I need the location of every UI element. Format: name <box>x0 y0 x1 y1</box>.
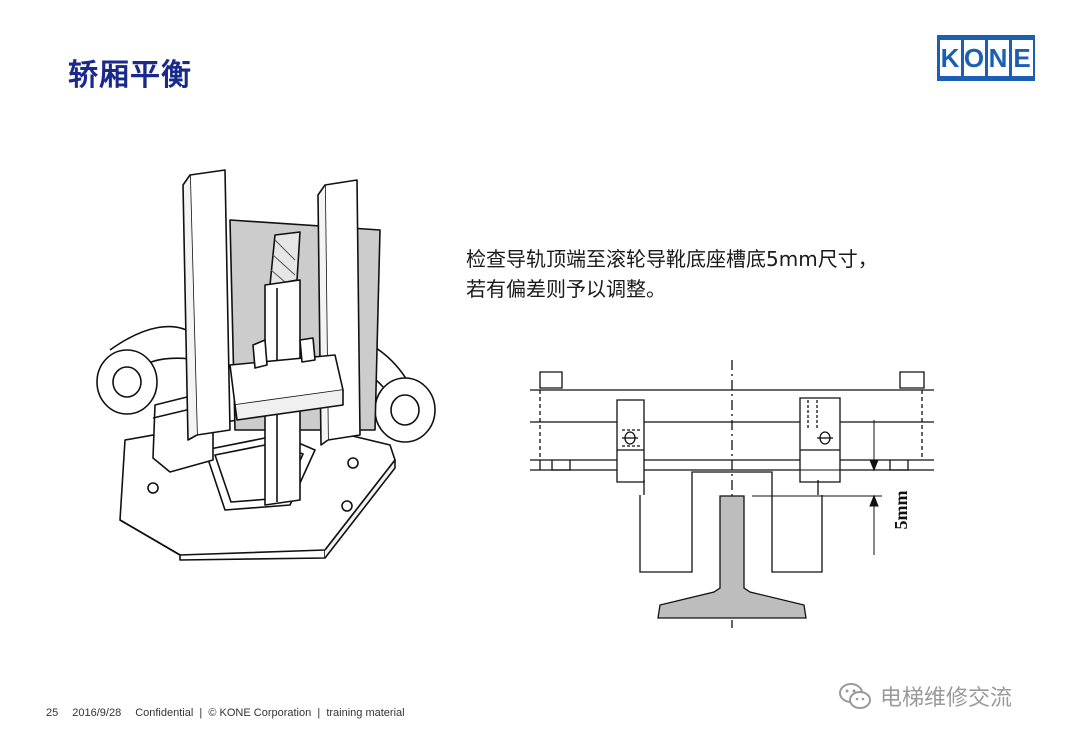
rail-clearance-technical-drawing: 5mm <box>530 360 934 628</box>
slide-title: 轿厢平衡 <box>68 58 192 93</box>
logo-letter: K <box>939 40 961 76</box>
instruction-line: 检查导轨顶端至滚轮导靴底座槽底5mm尺寸， <box>466 247 878 271</box>
logo-letter: E <box>1011 40 1033 76</box>
kone-logo: K O N E <box>937 35 1035 81</box>
footer-text: Confidential | © KONE Corporation | trai… <box>135 707 405 719</box>
logo-letter: O <box>963 40 985 76</box>
footer-date: 2016/9/28 <box>72 707 122 719</box>
wechat-icon <box>839 683 871 709</box>
wechat-watermark: 电梯维修交流 <box>838 680 1012 712</box>
dimension-label: 5mm <box>891 491 911 530</box>
guide-shoe-isometric-drawing <box>96 169 436 561</box>
slide-footer: 25 2016/9/28 Confidential | © KONE Corpo… <box>46 707 405 719</box>
page-number: 25 <box>46 707 59 719</box>
watermark-text: 电梯维修交流 <box>880 686 1013 711</box>
instruction-text: 检查导轨顶端至滚轮导靴底座槽底5mm尺寸， 若有偏差则予以调整。 <box>466 244 1026 304</box>
logo-letter: N <box>987 40 1009 76</box>
guide-rail <box>657 495 807 619</box>
instruction-line: 若有偏差则予以调整。 <box>466 277 666 301</box>
